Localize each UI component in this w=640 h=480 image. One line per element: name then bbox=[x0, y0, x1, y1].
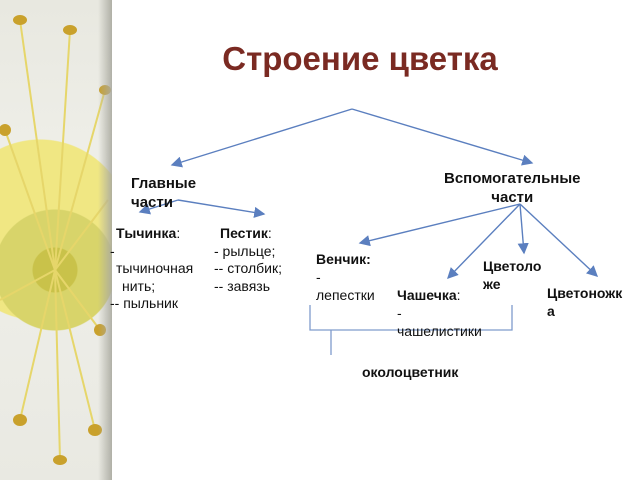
arrow-to-calyx bbox=[447, 203, 521, 280]
corolla-block: Венчик: - лепестки bbox=[316, 250, 375, 305]
corolla-heading: Венчик: bbox=[316, 251, 371, 267]
arrow-to-main-parts bbox=[170, 108, 353, 168]
flower-stamens-image bbox=[0, 15, 111, 465]
receptacle-label: Цветоло же bbox=[483, 258, 542, 292]
corolla-part: - bbox=[316, 269, 321, 286]
calyx-part: - bbox=[397, 305, 402, 322]
flower-photo bbox=[0, 0, 112, 480]
arrow-to-pedicel bbox=[519, 203, 599, 277]
perianth-label: околоцветник bbox=[362, 364, 459, 380]
stamen-part: -- пыльник bbox=[110, 295, 178, 311]
arrow-to-pistil bbox=[177, 199, 266, 218]
pistil-block: Пестик: - рыльце; -- столбик; -- завязь bbox=[214, 225, 282, 295]
calyx-heading: Чашечка: bbox=[397, 287, 461, 303]
corolla-part: лепестки bbox=[316, 287, 375, 304]
pistil-part: -- завязь bbox=[214, 277, 270, 294]
photo-shade bbox=[98, 0, 112, 480]
arrow-to-stamen bbox=[138, 199, 179, 215]
main-parts-label: Главные части bbox=[131, 175, 197, 211]
stamen-part: нить; bbox=[122, 277, 156, 294]
calyx-part: чашелистики bbox=[397, 323, 482, 340]
arrow-to-corolla bbox=[358, 203, 521, 247]
auxiliary-parts-label: Вспомогательные части bbox=[444, 170, 581, 206]
stamen-block: Тычинка: - тычиночная нить; -- пыльник bbox=[110, 225, 193, 313]
arrow-to-auxiliary-parts bbox=[351, 108, 534, 166]
arrow-to-receptacle bbox=[517, 203, 529, 255]
pistil-part: - рыльце; bbox=[214, 242, 276, 259]
pedicel-label: Цветоножк а bbox=[547, 285, 623, 319]
page-title: Строение цветка bbox=[222, 40, 498, 77]
calyx-block: Чашечка: - чашелистики bbox=[397, 286, 482, 341]
stamen-part: тычиночная bbox=[116, 260, 194, 276]
pistil-part: -- столбик; bbox=[214, 260, 282, 276]
pistil-heading: Пестик: bbox=[220, 225, 272, 241]
stamen-heading: Тычинка: bbox=[116, 225, 181, 241]
stamen-part: - bbox=[110, 242, 115, 259]
perianth-bracket bbox=[309, 305, 513, 355]
